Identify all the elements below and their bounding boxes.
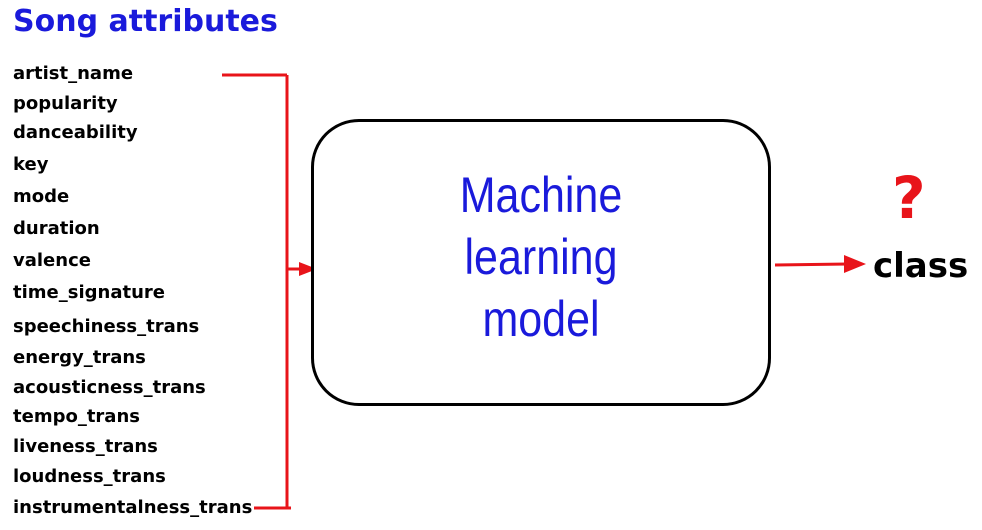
- model-label-line-2: model: [482, 290, 600, 347]
- attribute-item: duration: [13, 218, 100, 239]
- attribute-item: time_signature: [13, 282, 165, 303]
- output-arrowhead: [844, 255, 866, 273]
- attribute-item: popularity: [13, 93, 118, 114]
- attribute-item: valence: [13, 250, 91, 271]
- output-class-label: class: [873, 246, 969, 286]
- attribute-item: acousticness_trans: [13, 377, 206, 398]
- model-label-line-1: Machine learning: [459, 166, 623, 285]
- diagram-title: Song attributes: [13, 4, 278, 39]
- attribute-item: tempo_trans: [13, 406, 140, 427]
- model-box: Machine learning model: [311, 119, 771, 406]
- attribute-item: loudness_trans: [13, 466, 166, 487]
- question-mark-icon: ?: [892, 164, 926, 232]
- output-arrow-line: [774, 262, 849, 267]
- attribute-item: danceability: [13, 122, 138, 143]
- attribute-item: mode: [13, 186, 70, 207]
- attribute-item: key: [13, 154, 49, 175]
- attribute-item: speechiness_trans: [13, 316, 200, 337]
- input-arrowhead: [299, 262, 317, 276]
- model-label: Machine learning model: [378, 164, 705, 350]
- attribute-item: artist_name: [13, 63, 134, 84]
- attribute-item: liveness_trans: [13, 436, 158, 457]
- input-bracket: [222, 73, 302, 510]
- attribute-item: instrumentalness_trans: [13, 497, 253, 518]
- attribute-item: energy_trans: [13, 347, 146, 368]
